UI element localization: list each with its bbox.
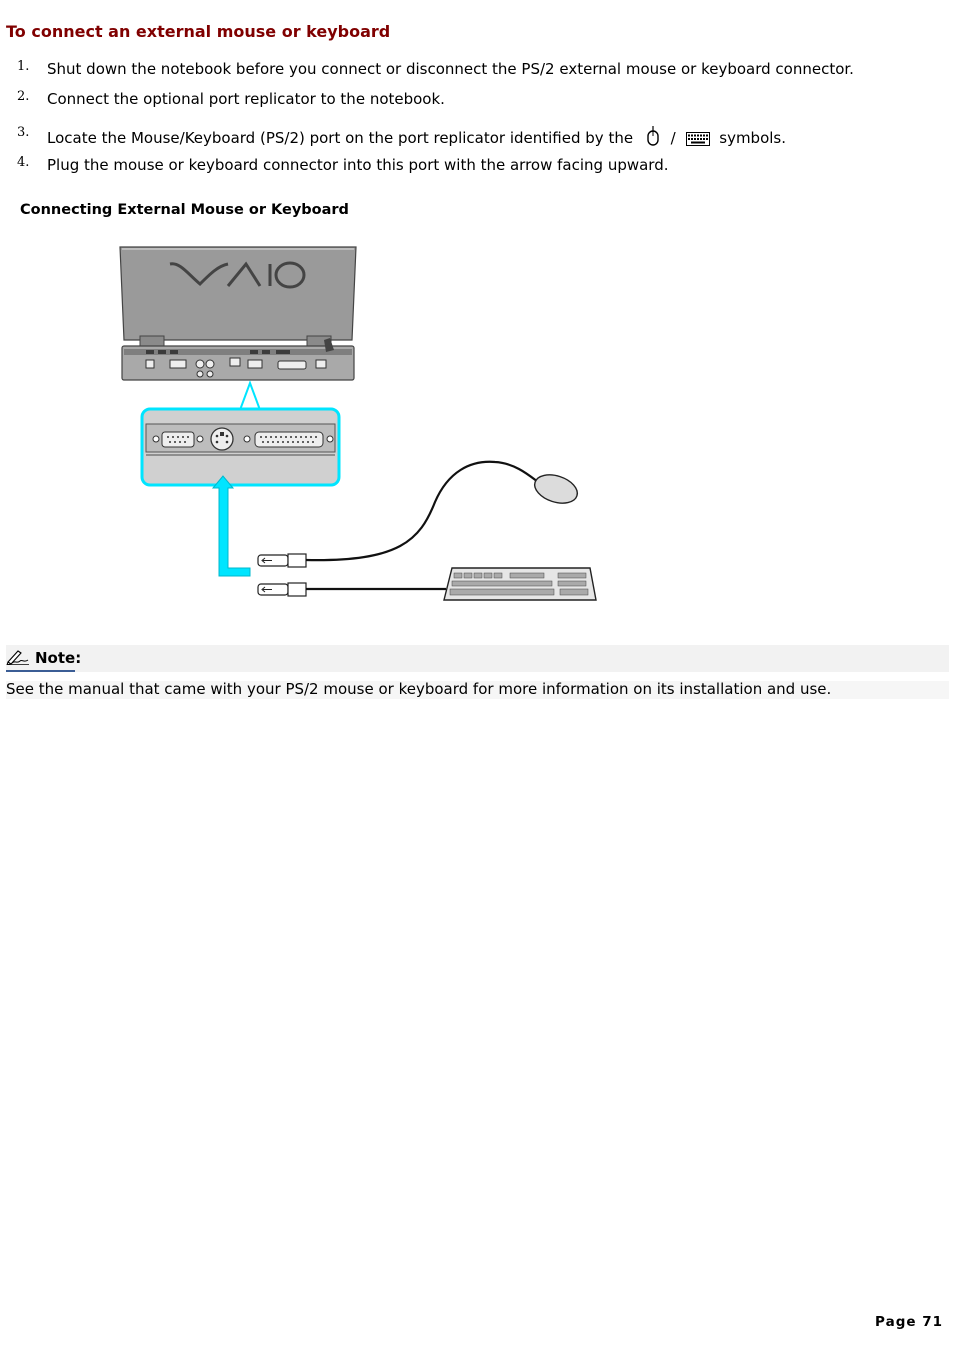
step-text: Connect the optional port replicator to …: [47, 90, 445, 108]
step-number: 3.: [17, 125, 30, 140]
laptop-illustration: [119, 246, 357, 381]
keyboard-cable: [257, 567, 597, 601]
step-text: Shut down the notebook before you connec…: [47, 60, 854, 78]
step-text-after: symbols.: [719, 129, 787, 147]
page-title: To connect an external mouse or keyboard: [6, 22, 391, 41]
insertion-arrow: [211, 475, 251, 577]
note-label: Note:: [35, 648, 82, 667]
note-pen-icon: [6, 647, 30, 669]
figure-caption: Connecting External Mouse or Keyboard: [20, 202, 349, 218]
mouse-cable: [257, 460, 579, 568]
step-number: 1.: [17, 59, 30, 74]
step-text-before: Locate the Mouse/Keyboard (PS/2) port on…: [47, 129, 634, 147]
page-number: Page 71: [875, 1314, 943, 1330]
step-number: 4.: [17, 155, 30, 170]
vaio-logo: [169, 261, 306, 289]
mouse-symbol-icon: [646, 126, 660, 150]
step-text: Plug the mouse or keyboard connector int…: [47, 156, 669, 174]
note-header-bar: [6, 645, 949, 672]
keyboard-symbol-icon: [686, 132, 711, 150]
connection-diagram: [110, 240, 610, 614]
step-text: Locate the Mouse/Keyboard (PS/2) port on…: [47, 126, 786, 150]
port-replicator-illustration: [140, 407, 341, 487]
note-body-bar: [6, 681, 949, 699]
note-body: See the manual that came with your PS/2 …: [6, 680, 832, 698]
note-heading: Note:: [6, 645, 81, 672]
step-number: 2.: [17, 89, 30, 104]
symbol-separator: /: [670, 129, 676, 147]
